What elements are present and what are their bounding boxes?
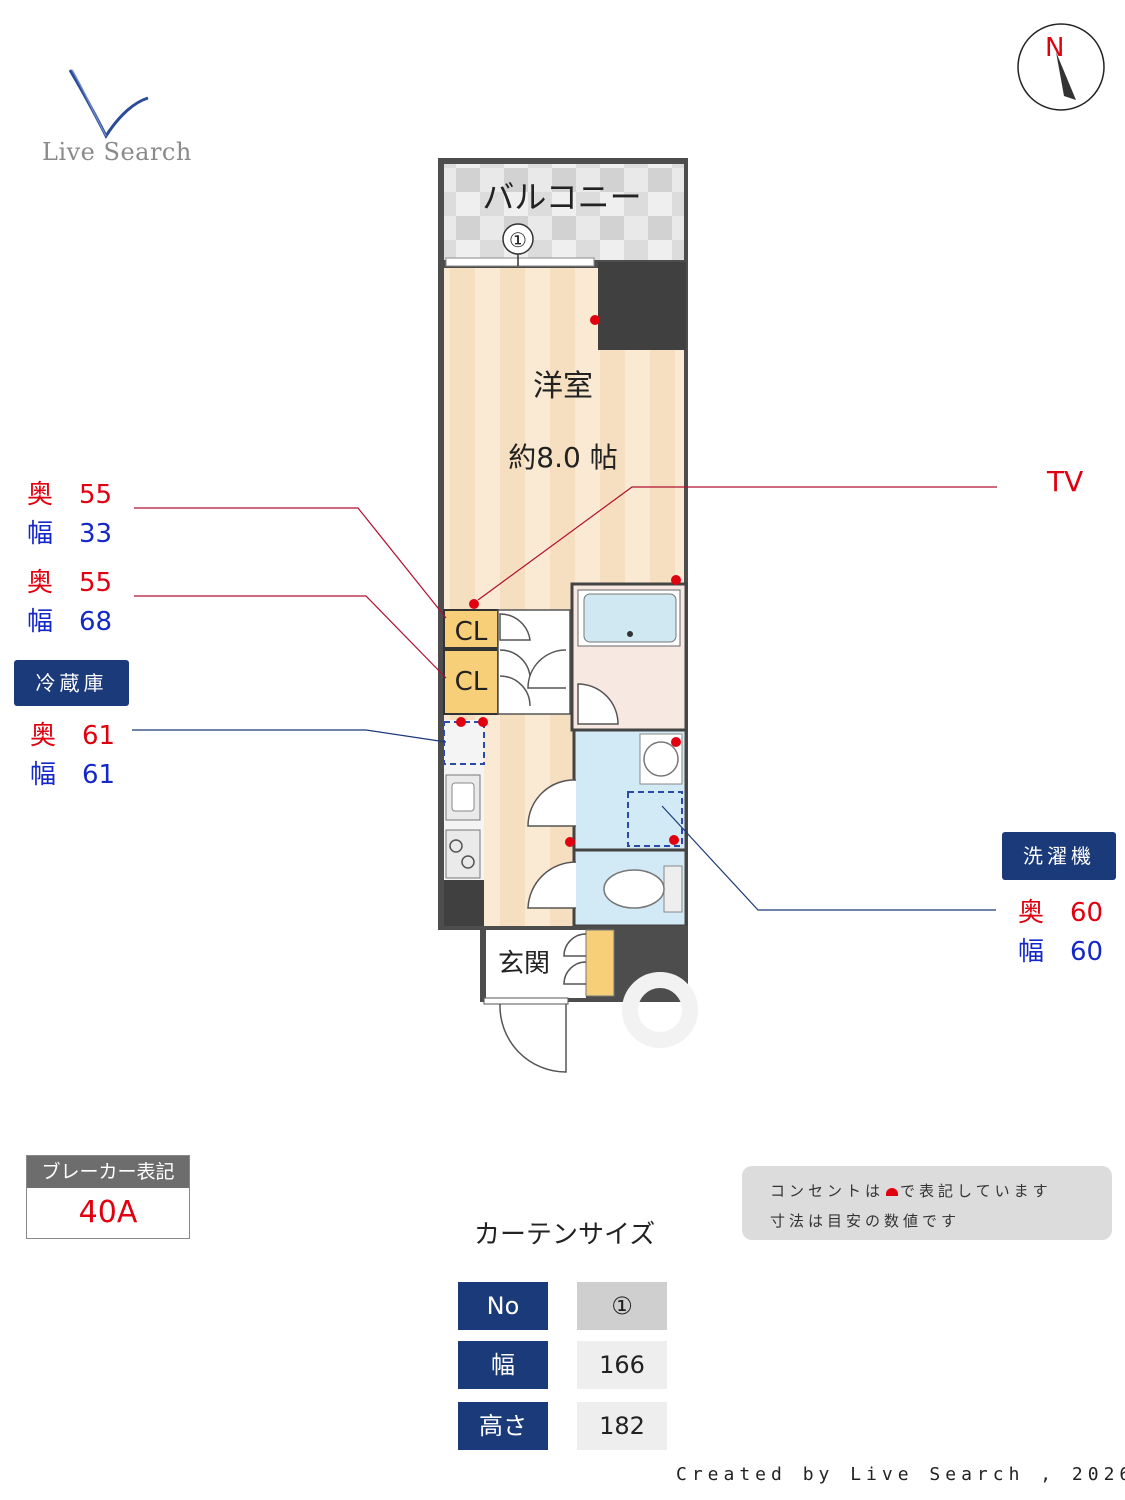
curtain-value-height: 182	[577, 1402, 667, 1450]
outlet-marker	[478, 717, 488, 727]
pillar	[598, 262, 686, 350]
closet1-label: CL	[455, 617, 488, 647]
legend-note: コンセントはで表記しています 寸法は目安の数値です	[742, 1166, 1112, 1240]
balcony-label: バルコニー	[482, 178, 641, 216]
floor-plan: ① バルコニー 洋室 約8.0 帖 CL CL 玄関	[438, 158, 698, 1073]
washer-badge: 洗濯機	[1002, 832, 1116, 880]
tv-label: TV	[1047, 465, 1084, 498]
note-line2: 寸法は目安の数値です	[770, 1212, 961, 1230]
western-room-label: 洋室	[533, 369, 593, 404]
outlet-marker	[565, 837, 575, 847]
closet1-area	[443, 609, 499, 649]
live-search-logo-icon	[68, 69, 149, 140]
note-line1b: で表記しています	[900, 1182, 1052, 1200]
front-door	[499, 1003, 567, 1073]
curtain-value-width: 166	[577, 1341, 667, 1389]
western-room-size: 約8.0 帖	[508, 441, 617, 474]
stove	[445, 829, 481, 879]
sink	[451, 782, 475, 812]
entrance-label: 玄関	[498, 949, 550, 979]
curtain-title: カーテンサイズ	[474, 1220, 656, 1250]
curtain-value-no: ①	[577, 1282, 667, 1330]
credit-footer: Created by Live Search , 2026/4	[676, 1464, 1125, 1485]
outlet-marker	[669, 835, 679, 845]
curtain-marker-circle	[502, 223, 534, 255]
outlet-marker	[456, 717, 466, 727]
washbasin	[643, 741, 679, 777]
closet2-area	[443, 649, 499, 715]
north-compass-icon: N	[1017, 23, 1105, 111]
note-line1a: コンセントは	[770, 1182, 885, 1200]
outlet-marker	[590, 315, 600, 325]
balcony-area	[444, 164, 684, 260]
logo-text: Live Search	[42, 138, 192, 166]
closet2-label: CL	[455, 667, 488, 697]
washer-space	[627, 791, 683, 847]
outlet-marker	[671, 737, 681, 747]
curtain-marker-label: ①	[509, 228, 527, 252]
fridge-badge: 冷蔵庫	[14, 660, 129, 706]
compass-north-label: N	[1045, 33, 1064, 63]
curtain-header-no: No	[458, 1282, 548, 1330]
breaker-box: ブレーカー表記 40A	[26, 1155, 190, 1239]
toilet	[603, 869, 665, 909]
curtain-header-height: 高さ	[458, 1402, 548, 1450]
bathtub	[583, 593, 677, 643]
breaker-title: ブレーカー表記	[27, 1156, 189, 1188]
curtain-header-width: 幅	[458, 1341, 548, 1389]
outlet-icon	[886, 1187, 899, 1196]
breaker-value: 40A	[78, 1195, 138, 1230]
outlet-marker	[469, 599, 479, 609]
outlet-marker	[671, 575, 681, 585]
